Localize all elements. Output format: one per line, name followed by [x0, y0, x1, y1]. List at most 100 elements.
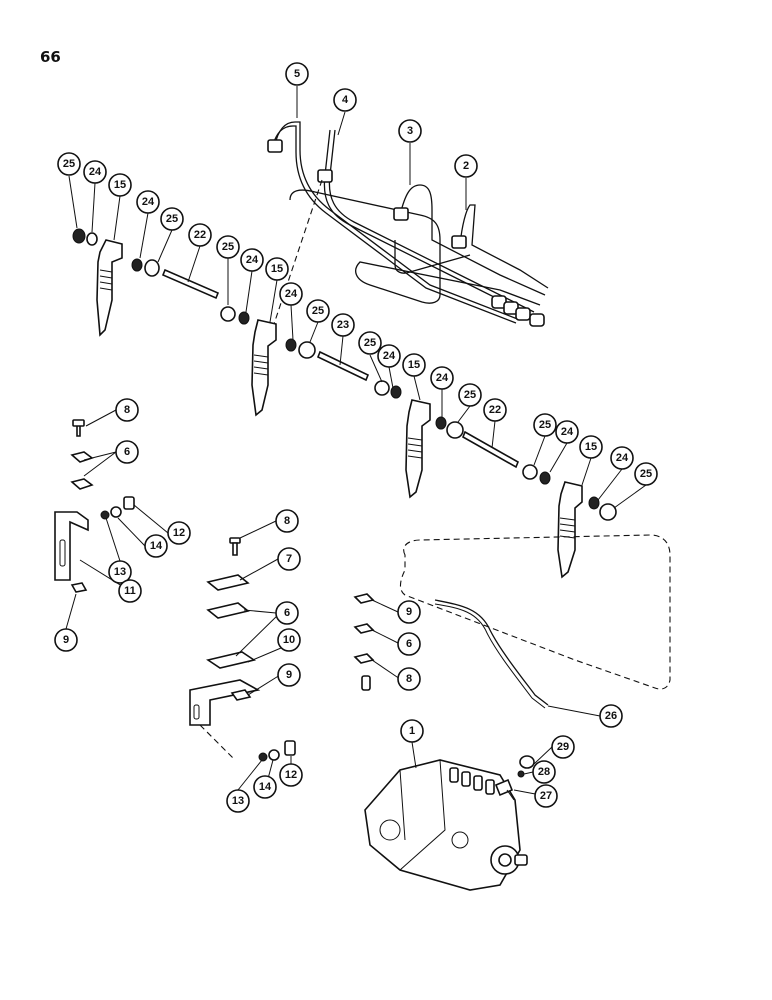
- callout: 15: [402, 353, 426, 377]
- svg-text:9: 9: [406, 606, 412, 618]
- svg-text:10: 10: [283, 634, 295, 646]
- svg-text:27: 27: [540, 790, 552, 802]
- callout: 1: [400, 719, 424, 743]
- svg-text:15: 15: [271, 263, 283, 275]
- callout: 25: [216, 235, 240, 259]
- svg-text:25: 25: [640, 468, 652, 480]
- callout: 8: [275, 509, 299, 533]
- svg-text:9: 9: [286, 669, 292, 681]
- callout: 29: [551, 735, 575, 759]
- injector-1: [72, 228, 250, 337]
- svg-text:8: 8: [406, 673, 412, 685]
- callout: 4: [333, 88, 357, 112]
- callout: 14: [253, 775, 277, 799]
- svg-text:14: 14: [150, 540, 163, 552]
- callout: 28: [532, 760, 556, 784]
- svg-text:24: 24: [561, 426, 574, 438]
- callout: 15: [265, 257, 289, 281]
- svg-text:5: 5: [294, 68, 300, 80]
- callout: 24: [136, 190, 160, 214]
- callout: 23: [331, 313, 355, 337]
- svg-text:28: 28: [538, 766, 550, 778]
- svg-text:12: 12: [173, 527, 185, 539]
- callout: 7: [277, 547, 301, 571]
- callout: 25: [533, 413, 557, 437]
- svg-text:25: 25: [312, 305, 324, 317]
- svg-text:25: 25: [364, 337, 376, 349]
- callout: 6: [115, 440, 139, 464]
- svg-text:24: 24: [436, 372, 449, 384]
- injector-2: [251, 319, 402, 417]
- callout: 25: [57, 152, 81, 176]
- callout: 5: [285, 62, 309, 86]
- callout: 2: [454, 154, 478, 178]
- svg-text:3: 3: [407, 125, 413, 137]
- svg-text:22: 22: [194, 229, 206, 241]
- callout: 13: [108, 560, 132, 584]
- callout: 11: [118, 579, 142, 603]
- svg-text:1: 1: [409, 725, 415, 737]
- callout: 14: [144, 534, 168, 558]
- callout: 24: [555, 420, 579, 444]
- callout: 22: [188, 223, 212, 247]
- svg-text:24: 24: [616, 452, 629, 464]
- callout: 6: [397, 632, 421, 656]
- callouts: 5 4 3 2 25 24 15 24 25 22 25 24 15 24 25…: [54, 62, 658, 813]
- callout: 3: [398, 119, 422, 143]
- svg-text:7: 7: [286, 553, 292, 565]
- callout: 25: [634, 462, 658, 486]
- svg-text:9: 9: [63, 634, 69, 646]
- svg-text:13: 13: [232, 795, 244, 807]
- svg-text:8: 8: [124, 404, 130, 416]
- injector-4: [557, 481, 617, 579]
- svg-text:25: 25: [539, 419, 551, 431]
- svg-text:2: 2: [463, 160, 469, 172]
- injector-3: [405, 399, 551, 499]
- svg-text:11: 11: [124, 585, 136, 597]
- svg-text:24: 24: [285, 288, 298, 300]
- callout: 24: [83, 160, 107, 184]
- svg-text:25: 25: [464, 389, 476, 401]
- callout: 22: [483, 398, 507, 422]
- svg-text:15: 15: [114, 179, 126, 191]
- callout: 12: [279, 763, 303, 787]
- callout: 8: [115, 398, 139, 422]
- callout: 12: [167, 521, 191, 545]
- svg-text:15: 15: [408, 359, 420, 371]
- svg-text:24: 24: [383, 350, 396, 362]
- callout: 6: [275, 601, 299, 625]
- svg-text:29: 29: [557, 741, 569, 753]
- svg-text:6: 6: [284, 607, 290, 619]
- svg-text:24: 24: [142, 196, 155, 208]
- svg-text:6: 6: [406, 638, 412, 650]
- svg-text:24: 24: [89, 166, 102, 178]
- svg-text:14: 14: [259, 781, 272, 793]
- callout: 25: [160, 207, 184, 231]
- callout: 26: [599, 704, 623, 728]
- callout: 25: [306, 299, 330, 323]
- svg-text:26: 26: [605, 710, 617, 722]
- callout: 24: [240, 248, 264, 272]
- callout: 8: [397, 667, 421, 691]
- right-clamp-group: [353, 534, 671, 709]
- svg-text:4: 4: [342, 94, 349, 106]
- callout: 24: [610, 446, 634, 470]
- callout: 15: [579, 435, 603, 459]
- callout: 13: [226, 789, 250, 813]
- callout: 25: [358, 331, 382, 355]
- svg-text:13: 13: [114, 566, 126, 578]
- svg-text:8: 8: [284, 515, 290, 527]
- callout: 9: [54, 628, 78, 652]
- svg-text:25: 25: [222, 241, 234, 253]
- callout: 15: [108, 173, 132, 197]
- callout: 9: [397, 600, 421, 624]
- middle-bracket-group: [189, 537, 296, 762]
- svg-text:22: 22: [489, 404, 501, 416]
- callout: 24: [430, 366, 454, 390]
- callout: 27: [534, 784, 558, 808]
- callout: 9: [277, 663, 301, 687]
- svg-text:23: 23: [337, 319, 349, 331]
- svg-text:15: 15: [585, 441, 597, 453]
- svg-text:25: 25: [166, 213, 178, 225]
